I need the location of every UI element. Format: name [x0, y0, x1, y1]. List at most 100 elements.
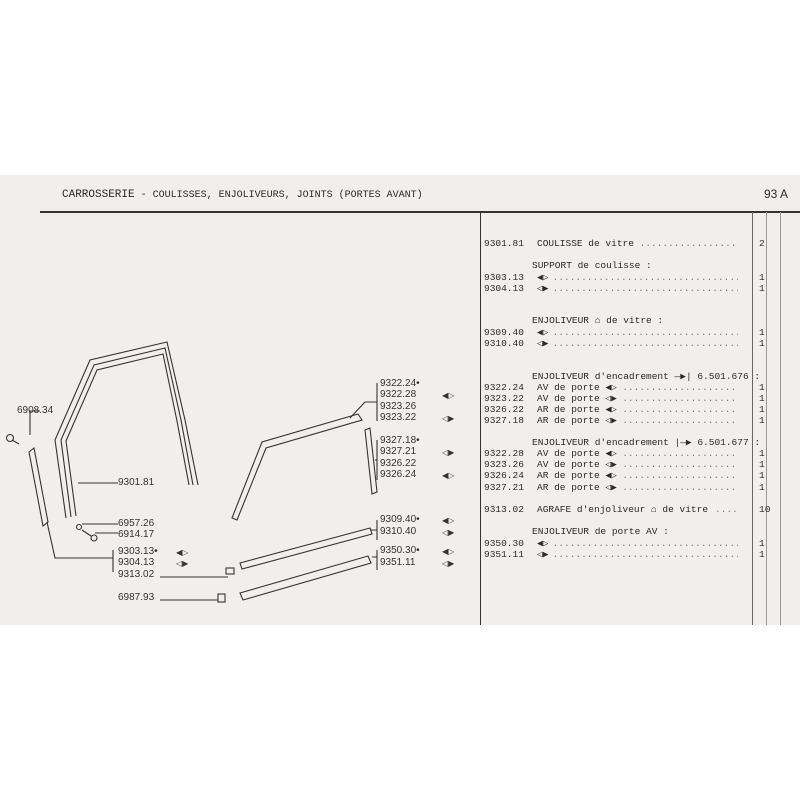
leader-dots: ........................................… [622, 482, 738, 493]
part-quantity: 2 [759, 238, 765, 249]
leader-dots: ........................................… [552, 538, 738, 549]
leader-dots: ........................................… [622, 393, 738, 404]
window-trim-part [239, 527, 373, 570]
callout-label: 6987.93 [118, 592, 155, 603]
parts-row: 9323.22 AV de porte ◁▶ 1..................… [484, 393, 768, 404]
page-number: 93 A [764, 187, 789, 201]
part-description: AR de porte ◁▶ [537, 482, 617, 493]
callout-label: 6908.34 [17, 405, 54, 416]
direction-arrow-icon: ◁▶ [442, 414, 455, 423]
part-number: 9322.24 [484, 382, 524, 393]
part-quantity: 1 [759, 393, 765, 404]
column-divider-2 [766, 212, 767, 625]
section-title: CARROSSERIE [62, 189, 135, 201]
part-quantity: 1 [759, 549, 765, 560]
part-description: ◁▶ [537, 549, 549, 560]
callout-label: 9304.13 [118, 557, 155, 568]
part-quantity: 1 [759, 283, 765, 294]
part-description: AR de porte ◀▷ [537, 404, 617, 415]
group-title: ENJOLIVEUR ⌂ de vitre : [532, 315, 664, 326]
part-quantity: 1 [759, 482, 765, 493]
part-number: 9309.40 [484, 327, 524, 338]
callout-label: 9327.21 [380, 446, 417, 457]
part-description: COULISSE de vitre [537, 238, 634, 249]
direction-arrow-icon: ◀▷ [442, 471, 455, 480]
frame-trim-part [231, 413, 363, 521]
door-trim-part [239, 555, 372, 601]
part-number: 9327.18 [484, 415, 524, 426]
catalog-page [0, 175, 800, 625]
leader-dots: ........................................… [622, 448, 738, 459]
leader-dots: ........................................… [622, 415, 738, 426]
callout-label: 9313.02 [118, 569, 155, 580]
part-quantity: 1 [759, 459, 765, 470]
callout-label: 9327.18• [380, 435, 420, 446]
exploded-diagram [5, 341, 378, 603]
direction-arrow-icon: ◁▶ [442, 559, 455, 568]
part-number: 9310.40 [484, 338, 524, 349]
callout-label: 9326.24 [380, 469, 417, 480]
leader-dots: ........................................… [552, 272, 738, 283]
callout-label: 9351.11 [380, 557, 416, 568]
parts-group-heading: ENJOLIVEUR d'encadrement |―▶ 6.501.677 : [484, 437, 768, 448]
part-description: AV de porte ◀▷ [537, 448, 617, 459]
part-description: AV de porte ◁▶ [537, 393, 617, 404]
parts-row: 9327.21 AR de porte ◁▶ 1..................… [484, 482, 768, 493]
page-header: CARROSSERIE - COULISSES, ENJOLIVEURS, JO… [62, 189, 423, 201]
column-divider [480, 212, 481, 625]
part-number: 9313.02 [484, 504, 524, 515]
qty-column-divider [752, 212, 753, 625]
callout-label: 9303.13• [118, 546, 158, 557]
part-number: 9350.30 [484, 538, 524, 549]
parts-row: 9322.24 AV de porte ◀▷ 1..................… [484, 382, 768, 393]
part-number: 9326.24 [484, 470, 524, 481]
parts-group-heading: SUPPORT de coulisse : [484, 260, 768, 271]
leader-dots: ........................................… [622, 404, 738, 415]
part-quantity: 1 [759, 338, 765, 349]
part-number: 9323.26 [484, 459, 524, 470]
callout-label: 9322.24• [380, 378, 420, 389]
callout-label: 9322.28 [380, 389, 417, 400]
callout-label: 6914.17 [118, 529, 155, 540]
part-description: AV de porte ◀▷ [537, 382, 617, 393]
callout-label: 9323.22 [380, 412, 417, 423]
part-number: 9327.21 [484, 482, 524, 493]
leader-dots: ........................................… [552, 338, 738, 349]
parts-row: 9350.30 ◀▷ 1..............................… [484, 538, 768, 549]
part-quantity: 1 [759, 538, 765, 549]
direction-arrow-icon: ◀▷ [442, 516, 455, 525]
part-number: 9303.13 [484, 272, 524, 283]
part-number: 9326.22 [484, 404, 524, 415]
callout-label: 9350.30• [380, 545, 420, 556]
callout-label: 9309.40• [380, 514, 420, 525]
part-number: 9323.22 [484, 393, 524, 404]
callout-label: 6957.26 [118, 518, 155, 529]
part-description: ◀▷ [537, 538, 549, 549]
part-quantity: 1 [759, 382, 765, 393]
parts-group-heading: ENJOLIVEUR de porte AV : [484, 526, 768, 537]
parts-row: 9309.40◀▷1..............................… [484, 327, 768, 338]
part-description: ◁▶ [537, 338, 549, 349]
part-quantity: 1 [759, 470, 765, 481]
callout-label: 9326.22 [380, 458, 417, 469]
parts-row: 9351.11◁▶1..............................… [484, 549, 768, 560]
leader-dots: ........................................… [552, 283, 738, 294]
direction-arrow-icon: ◀▷ [442, 547, 455, 556]
part-quantity: 1 [759, 415, 765, 426]
leader-dots: ........................................… [622, 470, 738, 481]
part-number: 9304.13 [484, 283, 524, 294]
direction-arrow-icon: ◀▷ [176, 548, 189, 557]
leader-dots: ........................................… [715, 504, 738, 515]
group-title: ENJOLIVEUR d'encadrement |―▶ 6.501.677 : [532, 437, 761, 448]
frame-trim-vertical-part [364, 427, 378, 495]
callout-label: 9301.81 [118, 477, 155, 488]
group-title: ENJOLIVEUR d'encadrement ―▶| 6.501.676 : [532, 371, 761, 382]
leader-dots: ........................................… [622, 459, 738, 470]
leader-dots: ........................................… [622, 382, 738, 393]
